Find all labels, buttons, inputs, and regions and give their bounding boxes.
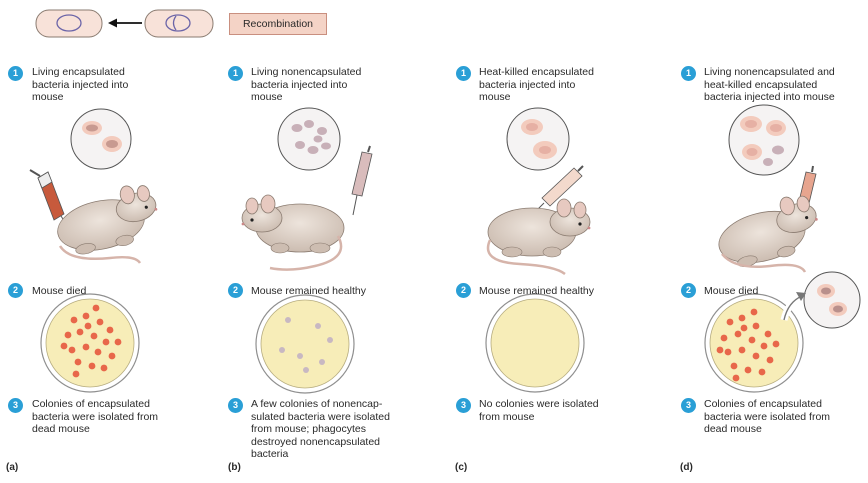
panel-b-step-1-text: Living nonencapsulated bacteria injected… — [251, 66, 362, 103]
colony — [740, 324, 748, 332]
panel-b-syringe — [351, 145, 373, 216]
panel-a-label: (a) — [6, 462, 19, 473]
panel-a-magnified-bacteria — [70, 108, 132, 170]
colony — [114, 338, 122, 346]
colony — [732, 374, 740, 382]
panel-d-colonies — [716, 308, 780, 382]
colony — [758, 368, 766, 376]
panel-b-step-2-badge: 2 — [228, 283, 243, 298]
colony — [303, 367, 309, 373]
colony — [82, 343, 90, 351]
colony — [297, 353, 303, 359]
colony — [70, 316, 78, 324]
panel-c-step-2-badge: 2 — [456, 283, 471, 298]
panel-b-mouse — [241, 194, 345, 254]
colony — [90, 332, 98, 340]
colony — [720, 334, 728, 342]
colony — [108, 352, 116, 360]
panel-d-step-3-badge: 3 — [681, 398, 696, 413]
panel-d-step-2-text: Mouse died — [704, 285, 759, 297]
panel-c-step-1-badge: 1 — [456, 66, 471, 81]
colony — [752, 352, 760, 360]
colony — [724, 348, 732, 356]
colony — [750, 308, 758, 316]
panel-b-step-3-text: A few colonies of nonencap- sulated bact… — [251, 398, 390, 460]
colony — [84, 322, 92, 330]
panel-d-step-1-badge: 1 — [681, 66, 696, 81]
panel-d-step-2-badge: 2 — [681, 283, 696, 298]
colony — [734, 330, 742, 338]
legend-arrow-icon — [108, 18, 142, 28]
colony — [76, 328, 84, 336]
panel-d-step-1-text: Living nonencapsulated and heat-killed e… — [704, 66, 835, 103]
colony — [744, 366, 752, 374]
colony — [285, 317, 291, 323]
colony — [102, 338, 110, 346]
legend-donor-cell — [144, 9, 214, 38]
panel-c-step-1-text: Heat-killed encapsulated bacteria inject… — [479, 66, 594, 103]
panel-b-step-1-badge: 1 — [228, 66, 243, 81]
panel-c-mouse-tail — [486, 239, 566, 276]
colony — [60, 342, 68, 350]
colony — [726, 318, 734, 326]
panel-c-step-3-text: No colonies were isolated from mouse — [479, 398, 599, 423]
colony — [315, 323, 321, 329]
panel-a-step-1-badge: 1 — [8, 66, 23, 81]
panel-c-step-3-badge: 3 — [456, 398, 471, 413]
colony — [100, 364, 108, 372]
colony — [106, 326, 114, 334]
colony — [772, 340, 780, 348]
panel-a-step-3-badge: 3 — [8, 398, 23, 413]
colony — [74, 358, 82, 366]
panel-b-step-3-badge: 3 — [228, 398, 243, 413]
panel-b-petri-dish — [255, 294, 355, 394]
panel-a-step-2-badge: 2 — [8, 283, 23, 298]
recombination-label: Recombination — [229, 13, 327, 35]
panel-a-petri-dish — [40, 293, 140, 393]
panel-d-step-3-text: Colonies of encapsulated bacteria were i… — [704, 398, 831, 435]
colony — [82, 312, 90, 320]
colony — [752, 322, 760, 330]
colony — [738, 314, 746, 322]
panel-a-mouse-tail — [58, 245, 142, 264]
colony — [88, 362, 96, 370]
colony — [760, 342, 768, 350]
panel-a-step-2-text: Mouse died — [32, 285, 87, 297]
panel-d-magnified-bacteria — [728, 104, 800, 176]
panel-d-result-magnified-bacteria — [803, 271, 861, 329]
panel-a-step-1-text: Living encapsulated bacteria injected in… — [32, 66, 129, 103]
colony — [716, 346, 724, 354]
panel-b-label: (b) — [228, 462, 241, 473]
panel-a-colonies — [60, 304, 122, 378]
colony — [748, 336, 756, 344]
panel-a-step-3-text: Colonies of encapsulated bacteria were i… — [32, 398, 159, 435]
colony — [68, 346, 76, 354]
panel-d-mouse-tail — [721, 253, 807, 273]
colony — [92, 304, 100, 312]
panel-d-label: (d) — [680, 462, 693, 473]
colony — [327, 337, 333, 343]
panel-c-step-2-text: Mouse remained healthy — [479, 285, 594, 297]
legend-recipient-cell — [35, 9, 103, 38]
panel-b-colonies — [279, 317, 333, 373]
panel-b-step-2-text: Mouse remained healthy — [251, 285, 366, 297]
panel-b-mouse-tail — [269, 235, 343, 271]
panel-b-magnified-bacteria — [277, 107, 341, 171]
panel-c-petri-dish — [485, 293, 585, 393]
colony — [72, 370, 80, 378]
colony — [64, 331, 72, 339]
colony — [279, 347, 285, 353]
colony — [319, 359, 325, 365]
panel-c-magnified-bacteria — [506, 107, 570, 171]
colony — [738, 346, 746, 354]
panel-d-result-arrow-icon — [780, 292, 806, 321]
panel-c-label: (c) — [455, 462, 468, 473]
colony — [764, 330, 772, 338]
panel-a-mouse — [50, 180, 164, 260]
colony — [766, 356, 774, 364]
colony — [96, 318, 104, 326]
colony — [730, 362, 738, 370]
colony — [94, 348, 102, 356]
